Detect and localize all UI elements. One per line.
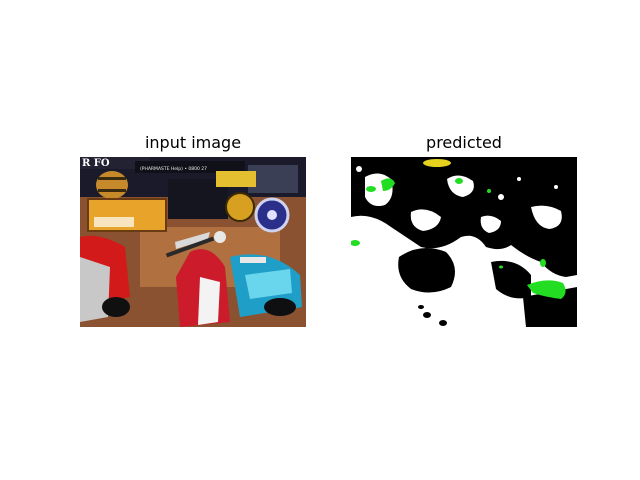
photo-banner-text: R FO: [82, 158, 110, 169]
input-image-title: input image: [144, 133, 242, 152]
predicted-mask-panel: [351, 157, 577, 327]
photo-caption-text: (PHARMASTE Help) • 0800 27: [140, 166, 207, 172]
predicted-title: predicted: [426, 133, 502, 152]
input-image: R FO (PHARMASTE Help) • 0800 27: [80, 157, 306, 327]
predicted-mask: [351, 157, 577, 327]
input-image-panel: R FO (PHARMASTE Help) • 0800 27: [80, 157, 306, 327]
